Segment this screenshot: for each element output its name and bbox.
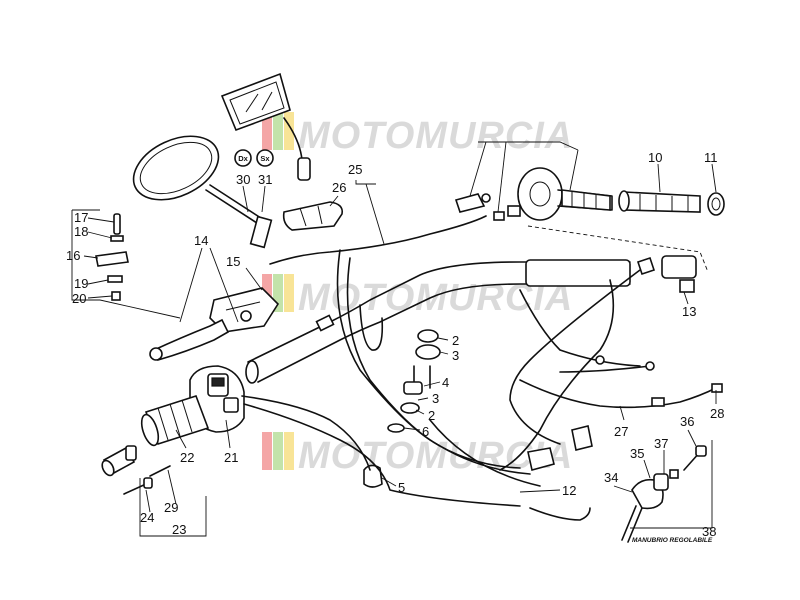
watermark-text: MOTOMURCIA: [298, 115, 573, 157]
screw-set-23: [123, 465, 171, 495]
callout-13: 13: [682, 304, 696, 319]
callout-15: 15: [226, 254, 240, 269]
callout-24: 24: [140, 510, 154, 525]
callout-30: 30: [236, 172, 250, 187]
callout-2-bottom: 2: [428, 408, 435, 423]
left-lever-assembly: [149, 287, 280, 361]
watermark-top: MOTOMURCIA: [262, 112, 573, 157]
callout-25: 25: [348, 162, 362, 177]
callout-18: 18: [74, 224, 88, 239]
bar-end-weight: [101, 445, 137, 477]
callout-11: 11: [704, 150, 718, 165]
throttle-cable-ends: [454, 193, 521, 221]
callout-34: 34: [604, 470, 618, 485]
callout-38: 38: [702, 524, 716, 539]
callout-23: 23: [172, 522, 186, 537]
badge-sx-text: Sx: [260, 154, 270, 163]
throttle-housing: [517, 167, 613, 221]
callout-14: 14: [194, 233, 208, 248]
callout-37: 37: [654, 436, 668, 451]
mirror-oval: [132, 135, 273, 249]
callout-20: 20: [72, 291, 86, 306]
riser-stack: [363, 329, 441, 488]
callout-36: 36: [680, 414, 694, 429]
watermark-bottom: MOTOMURCIA: [262, 432, 572, 477]
callout-28: 28: [710, 406, 724, 421]
grip-end-ring: [707, 192, 725, 216]
callout-21: 21: [224, 450, 238, 465]
bolt-set-left: [95, 213, 129, 301]
mirror-rectangular: [220, 72, 311, 181]
callout-3-bottom: 3: [432, 391, 439, 406]
callout-29: 29: [164, 500, 178, 515]
handlebar: [245, 259, 631, 384]
badge-dx-text: Dx: [238, 154, 248, 163]
cables: [241, 215, 723, 521]
callout-4: 4: [442, 375, 449, 390]
callout-3-top: 3: [452, 348, 459, 363]
callout-10: 10: [648, 150, 662, 165]
callout-2-top: 2: [452, 333, 459, 348]
callout-19: 19: [74, 276, 88, 291]
badge-left-side: Sx: [256, 149, 274, 167]
callout-22: 22: [180, 450, 194, 465]
leader-lines: [71, 141, 717, 537]
callout-17: 17: [74, 210, 88, 225]
callout-6: 6: [422, 424, 429, 439]
right-switch: [636, 255, 697, 293]
left-grip: [140, 395, 210, 447]
callout-16: 16: [66, 248, 80, 263]
callout-5: 5: [398, 480, 405, 495]
callout-27: 27: [614, 424, 628, 439]
callout-35: 35: [630, 446, 644, 461]
badge-right-side: Dx: [234, 149, 252, 167]
callout-numbers: 2 2 3 3 4 5 6 10 11 12 13 14 15 16 17 18…: [66, 150, 724, 539]
callout-12: 12: [562, 483, 576, 498]
adjustable-handlebar-label: MANUBRIO REGOLABILE: [632, 537, 713, 544]
handlebar-clamp: [282, 201, 344, 231]
right-grip: [618, 190, 701, 213]
adjustable-clamp-set: [621, 445, 707, 543]
callout-26: 26: [332, 180, 346, 195]
callout-31: 31: [258, 172, 272, 187]
